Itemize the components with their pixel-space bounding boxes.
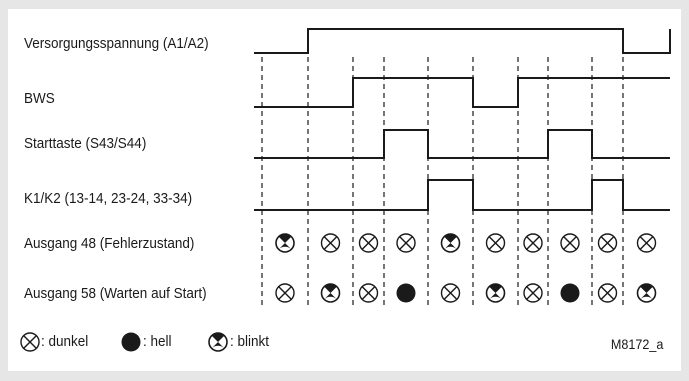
diagram-panel: Versorgungsspannung (A1/A2) BWS Starttas… xyxy=(8,9,681,371)
output-48-state-dunkel-icon xyxy=(636,233,657,253)
output-58-state-dunkel-icon xyxy=(358,283,379,303)
legend-blinkt-label: : blinkt xyxy=(230,333,270,350)
waveform-bws xyxy=(254,77,670,108)
waveform-start-button xyxy=(254,129,670,159)
output-48-state-dunkel-icon xyxy=(597,233,618,253)
signal-label-relays: K1/K2 (13-14, 23-24, 33-34) xyxy=(24,190,193,207)
waveform-supply xyxy=(254,28,671,54)
output-48-state-blinkt-icon xyxy=(440,233,461,253)
state-label-output-48: Ausgang 48 (Fehlerzustand) xyxy=(24,235,195,252)
legend-blinkt-icon xyxy=(208,332,228,352)
output-48-state-dunkel-icon xyxy=(485,233,506,253)
output-58-state-hell-icon xyxy=(560,283,580,303)
output-58-state-dunkel-icon xyxy=(275,283,295,303)
signal-label-bws: BWS xyxy=(24,90,55,107)
signal-label-start-button: Starttaste (S43/S44) xyxy=(24,135,147,152)
output-58-state-dunkel-icon xyxy=(597,283,618,303)
output-48-state-dunkel-icon xyxy=(523,233,543,253)
output-58-state-blinkt-icon xyxy=(485,283,506,303)
signal-label-supply: Versorgungsspannung (A1/A2) xyxy=(24,35,209,52)
timing-diagram xyxy=(20,28,671,352)
output-48-state-dunkel-icon xyxy=(320,233,341,253)
legend-dunkel-icon xyxy=(20,332,40,352)
legend-dunkel-label: : dunkel xyxy=(41,333,89,350)
legend-hell-icon xyxy=(121,332,141,352)
output-58-state-dunkel-icon xyxy=(523,283,543,303)
state-label-output-58: Ausgang 58 (Warten auf Start) xyxy=(24,285,207,302)
output-58-state-blinkt-icon xyxy=(320,283,341,303)
output-48-state-dunkel-icon xyxy=(396,233,416,253)
figure-code: M8172_a xyxy=(610,336,663,352)
legend-hell-label: : hell xyxy=(143,333,172,350)
output-48-state-blinkt-icon xyxy=(275,233,295,253)
output-58-state-blinkt-icon xyxy=(636,283,657,303)
output-48-state-dunkel-icon xyxy=(560,233,580,253)
output-58-state-dunkel-icon xyxy=(440,283,461,303)
output-48-state-dunkel-icon xyxy=(358,233,379,253)
output-58-state-hell-icon xyxy=(396,283,416,303)
waveform-relays xyxy=(254,179,670,211)
